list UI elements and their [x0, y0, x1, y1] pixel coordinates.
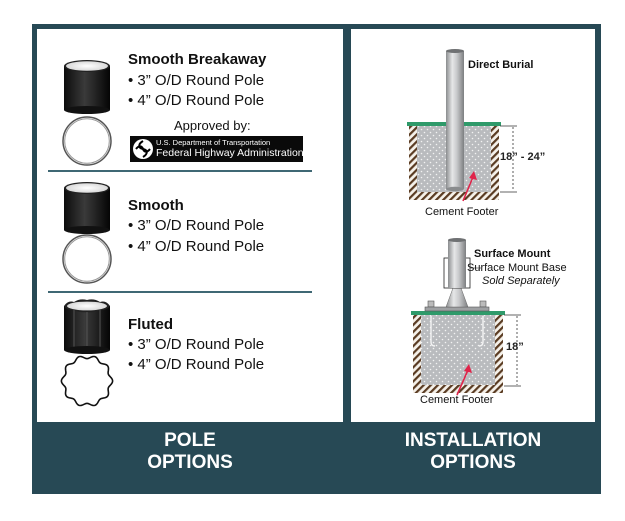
smooth-breakaway-cross-section-icon — [62, 116, 112, 166]
direct-burial-footer-label: Cement Footer — [425, 206, 499, 218]
installation-options-caption-line2: OPTIONS — [430, 452, 516, 473]
smooth-bullet-3in: • 3” O/D Round Pole — [128, 217, 265, 234]
installation-options-caption: INSTALLATION OPTIONS — [351, 430, 595, 474]
fluted-cross-section-icon — [60, 355, 114, 407]
surface-mount-title: Surface Mount — [474, 248, 551, 260]
pole-options-caption-line2: OPTIONS — [147, 452, 233, 473]
fhwa-line1: U.S. Department of Transportation — [156, 138, 271, 147]
fhwa-emblem-icon — [133, 139, 153, 159]
fhwa-line2: Federal Highway Administration — [156, 147, 304, 159]
fluted-bullet-4in: • 4” O/D Round Pole — [128, 356, 265, 373]
approved-by-label: Approved by: — [174, 118, 251, 133]
surface-mount-footer-label: Cement Footer — [420, 394, 494, 406]
smooth-breakaway-bullet-4in: • 4” O/D Round Pole — [128, 92, 265, 109]
surface-mount-diagram — [411, 238, 521, 396]
fluted-bullet-3in: • 3” O/D Round Pole — [128, 336, 265, 353]
direct-burial-depth: 18” - 24” — [500, 151, 546, 163]
fluted-pole-image — [64, 299, 110, 354]
smooth-pole-image — [64, 182, 110, 234]
fhwa-logo: U.S. Department of Transportation Federa… — [130, 136, 304, 162]
option-divider — [48, 170, 312, 172]
installation-options-caption-line1: INSTALLATION — [404, 430, 542, 451]
smooth-breakaway-title: Smooth Breakaway — [128, 51, 267, 68]
direct-burial-diagram — [407, 49, 517, 202]
direct-burial-title: Direct Burial — [468, 59, 534, 71]
surface-mount-depth: 18” — [506, 341, 524, 353]
smooth-breakaway-pole-image — [64, 60, 110, 114]
pole-options-caption: POLE OPTIONS — [37, 430, 343, 474]
surface-mount-base-label: Surface Mount Base — [467, 262, 567, 274]
option-divider — [48, 291, 312, 293]
fluted-title: Fluted — [128, 316, 173, 333]
pole-options-caption-line1: POLE — [164, 430, 216, 451]
smooth-breakaway-bullet-3in: • 3” O/D Round Pole — [128, 72, 265, 89]
smooth-bullet-4in: • 4” O/D Round Pole — [128, 238, 265, 255]
surface-mount-note: Sold Separately — [482, 275, 560, 287]
smooth-title: Smooth — [128, 197, 184, 214]
smooth-cross-section-icon — [62, 234, 112, 284]
